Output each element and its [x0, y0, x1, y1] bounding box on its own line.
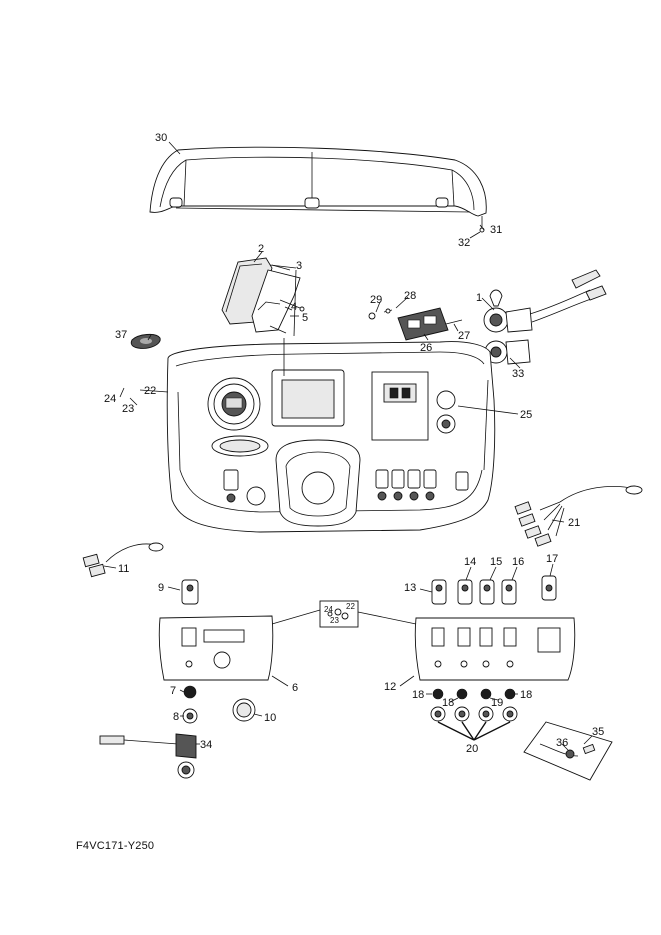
label-8: 8 [173, 711, 179, 723]
usb-bracket [368, 307, 463, 341]
wire-harness-left [82, 542, 164, 578]
label-23: 23 [122, 403, 134, 415]
label-17: 17 [546, 553, 558, 565]
small-knobs-right [430, 688, 518, 722]
label-26: 26 [420, 342, 432, 354]
label-33: 33 [512, 368, 524, 380]
inset-label-23: 23 [330, 616, 339, 625]
label-27: 27 [458, 330, 470, 342]
label-22: 22 [144, 385, 156, 397]
label-11: 11 [118, 563, 129, 575]
label-1: 1 [476, 292, 482, 304]
small-knobs-left [182, 685, 256, 724]
right-switch-panel [414, 617, 576, 681]
label-28: 28 [404, 290, 416, 302]
label-16: 16 [512, 556, 524, 568]
inset-label-24: 24 [324, 605, 333, 614]
label-5: 5 [302, 312, 308, 324]
wire-harness-right [514, 485, 643, 547]
dashboard-body [166, 341, 496, 533]
label-29: 29 [370, 294, 382, 306]
label-36: 36 [556, 737, 568, 749]
label-7: 7 [170, 685, 176, 697]
leader-lines [103, 141, 593, 751]
label-2: 2 [258, 243, 264, 255]
label-18b: 18 [442, 697, 454, 709]
label-25: 25 [520, 409, 532, 421]
rocker-switches [431, 575, 557, 605]
label-37: 37 [115, 329, 127, 341]
label-31: 31 [490, 224, 502, 236]
label-9: 9 [158, 582, 164, 594]
label-6: 6 [292, 682, 298, 694]
callout-labels: 30 31 32 2 3 4 5 37 22 24 23 29 28 27 26… [104, 132, 604, 755]
label-10: 10 [264, 712, 276, 724]
label-12: 12 [384, 681, 396, 693]
figure-code: F4VC171-Y250 [76, 840, 154, 852]
dash-top-cover [149, 146, 487, 233]
inset-label-22: 22 [346, 602, 355, 611]
label-32: 32 [458, 237, 470, 249]
label-3: 3 [296, 260, 302, 272]
label-18a: 18 [412, 689, 424, 701]
left-switch-panel [158, 615, 274, 681]
label-4: 4 [291, 301, 297, 313]
label-34: 34 [200, 739, 212, 751]
power-sockets [483, 269, 607, 365]
label-24: 24 [104, 393, 116, 405]
label-35: 35 [592, 726, 604, 738]
label-20: 20 [466, 743, 478, 755]
label-15: 15 [490, 556, 502, 568]
key-switch-9 [181, 579, 199, 605]
label-21: 21 [568, 517, 580, 529]
label-19: 19 [491, 697, 503, 709]
label-30: 30 [155, 132, 167, 144]
meter-assembly [221, 257, 305, 334]
inset-hardware [319, 600, 359, 628]
label-18c: 18 [520, 689, 532, 701]
connector-34 [99, 733, 197, 779]
key-fob [130, 333, 161, 349]
inset-cable [523, 721, 613, 781]
label-13: 13 [404, 582, 416, 594]
label-14: 14 [464, 556, 476, 568]
